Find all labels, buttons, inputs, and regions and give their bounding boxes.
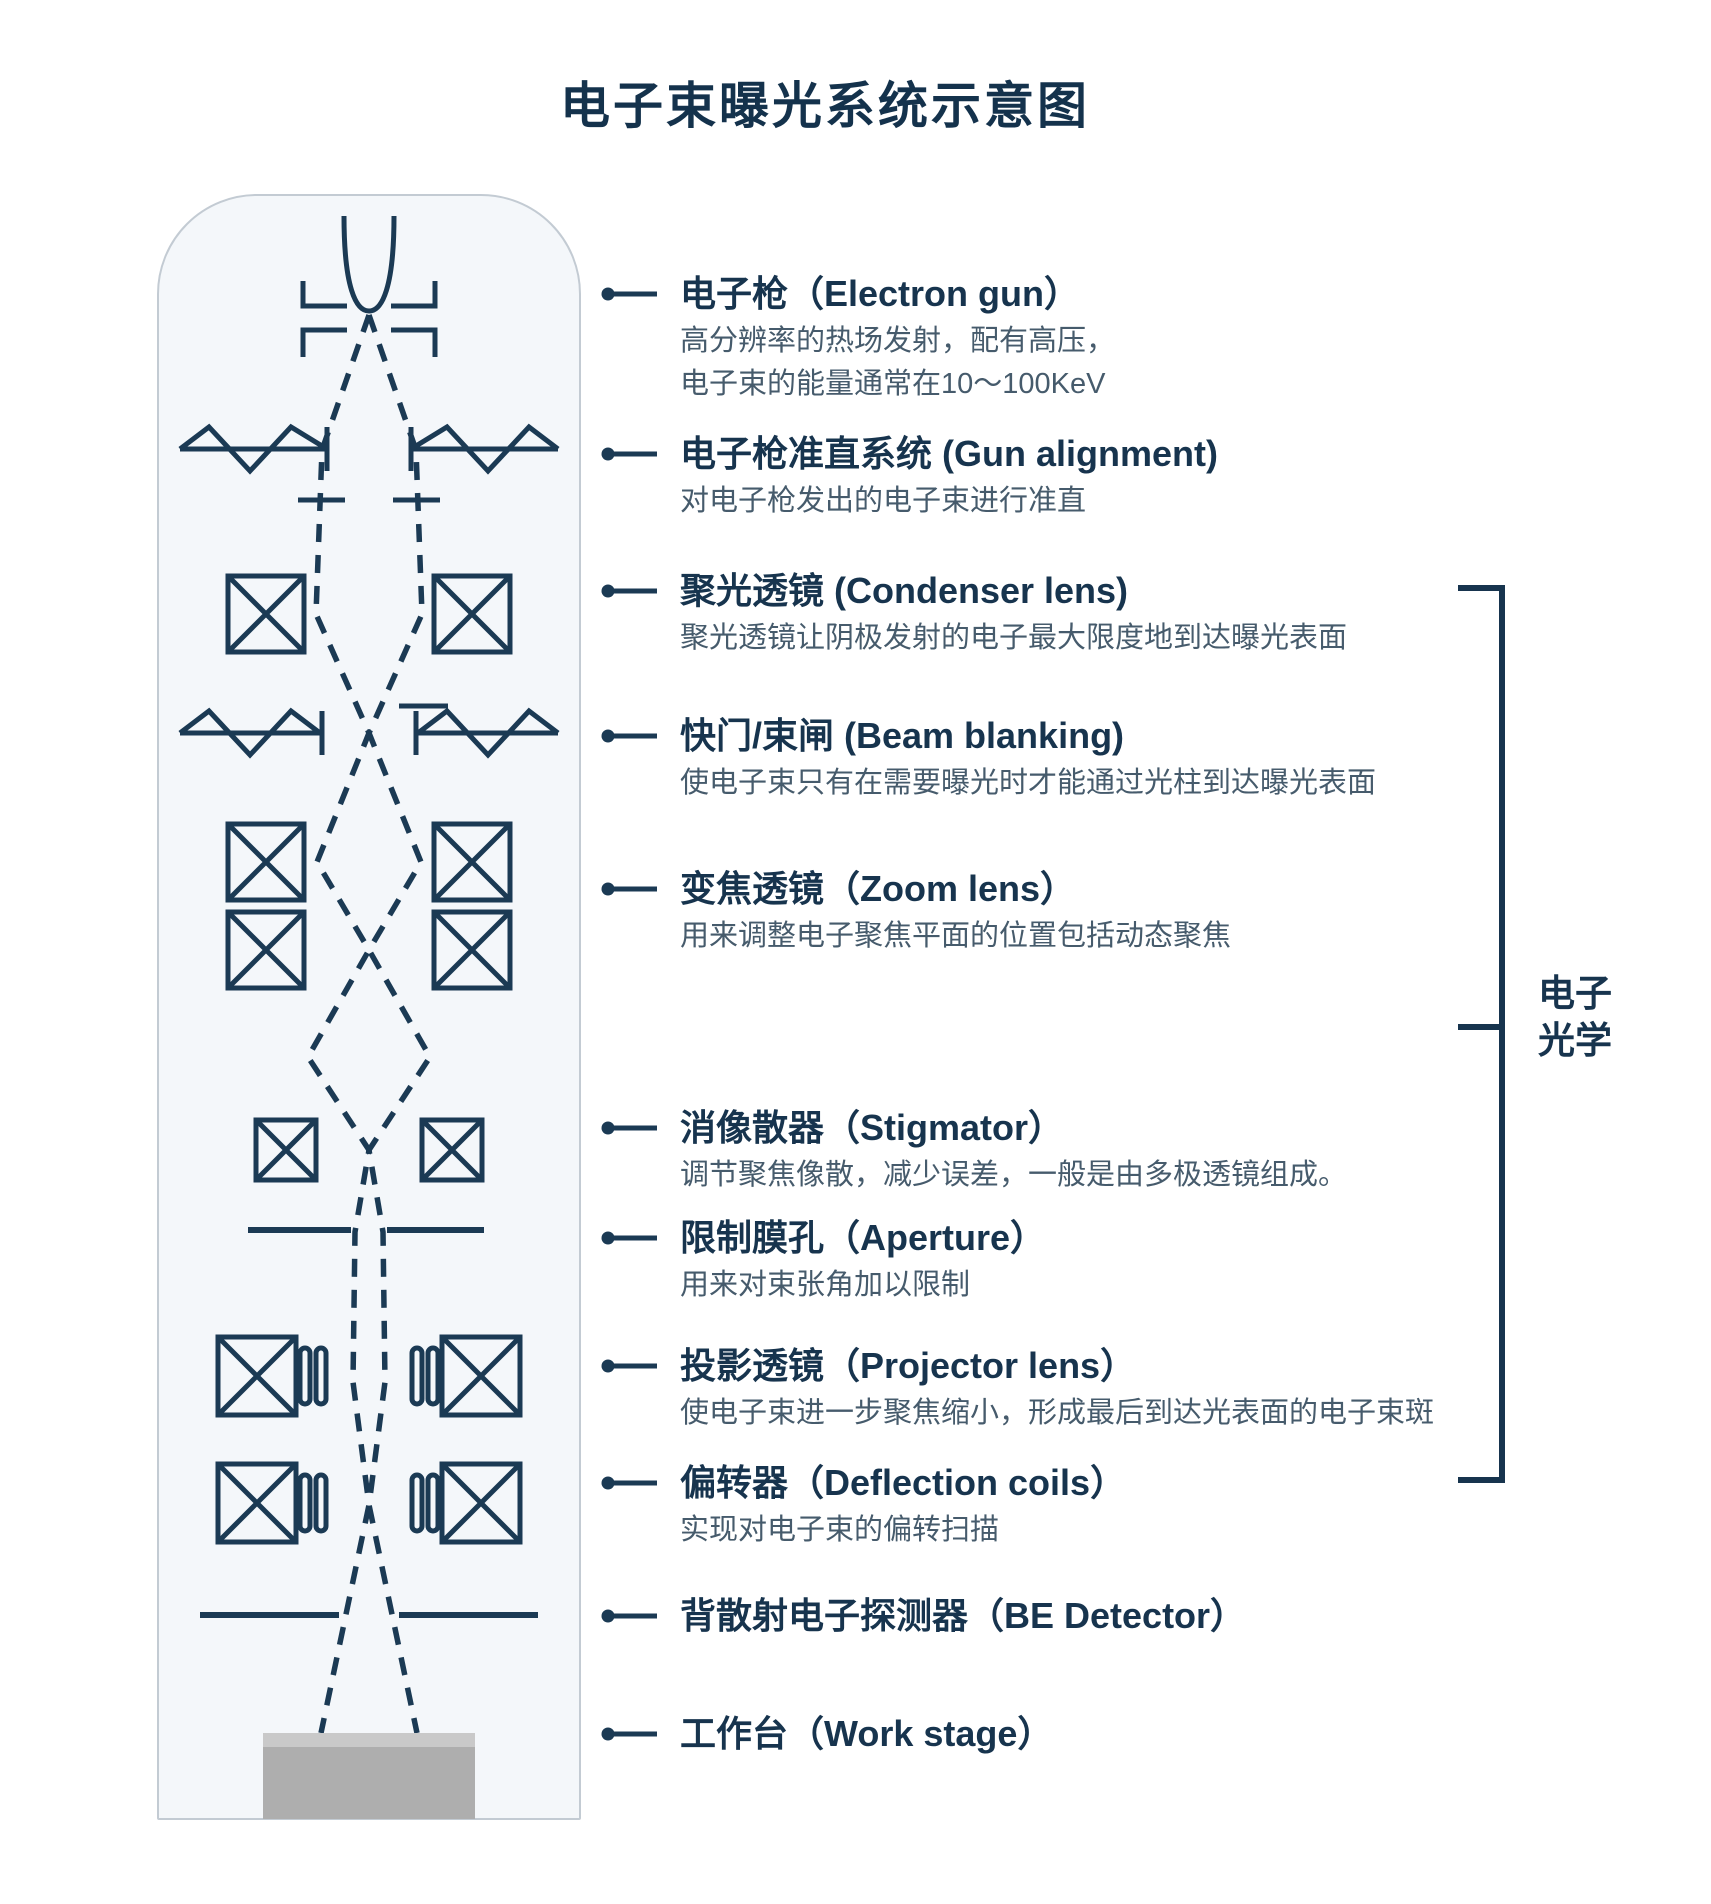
label-aperture: 限制膜孔（Aperture） 用来对束张角加以限制 xyxy=(600,1214,1046,1307)
section-desc: 使电子束进一步聚焦缩小，形成最后到达光表面的电子束斑 xyxy=(680,1397,1435,1429)
leader-line-icon xyxy=(601,287,657,301)
section-desc: 聚光透镜让阴极发射的电子最大限度地到达曝光表面 xyxy=(680,622,1348,654)
section-title: 聚光透镜 (Condenser lens) xyxy=(680,570,1129,611)
section-title: 背散射电子探测器（BE Detector） xyxy=(680,1595,1247,1636)
section-title: 变焦透镜（Zoom lens） xyxy=(680,868,1077,909)
projector-lens-symbol xyxy=(215,1334,523,1418)
leader-line-icon xyxy=(601,729,657,743)
zoom-lens-symbol xyxy=(225,821,513,991)
label-deflection-coils: 偏转器（Deflection coils） 实现对电子束的偏转扫描 xyxy=(600,1459,1126,1552)
label-work-stage: 工作台（Work stage） xyxy=(600,1710,1053,1758)
electron-gun-symbol xyxy=(300,215,438,357)
condenser-lens-symbol xyxy=(225,573,513,655)
section-title: 电子枪（Electron gun） xyxy=(680,273,1081,314)
leader-line-icon xyxy=(601,1231,657,1245)
leader-line-icon xyxy=(601,882,657,896)
section-title: 偏转器（Deflection coils） xyxy=(680,1462,1127,1503)
section-title: 电子枪准直系统 (Gun alignment) xyxy=(680,433,1218,474)
section-desc: 用来对束张角加以限制 xyxy=(680,1269,971,1301)
stigmator-symbol xyxy=(253,1117,485,1183)
label-be-detector: 背散射电子探测器（BE Detector） xyxy=(600,1592,1246,1640)
deflection-coils-symbol xyxy=(215,1461,523,1545)
section-desc: 对电子枪发出的电子束进行准直 xyxy=(680,485,1087,517)
leader-line-icon xyxy=(601,1476,657,1490)
label-stigmator: 消像散器（Stigmator） 调节聚焦像散，减少误差，一般是由多极透镜组成。 xyxy=(600,1104,1347,1197)
leader-line-icon xyxy=(601,1727,657,1741)
section-title: 工作台（Work stage） xyxy=(680,1713,1054,1754)
electron-optics-label: 电子 光学 xyxy=(1538,970,1612,1064)
electron-column-body xyxy=(157,194,581,1820)
section-title: 快门/束闸 (Beam blanking) xyxy=(680,715,1125,756)
label-condenser-lens: 聚光透镜 (Condenser lens) 聚光透镜让阴极发射的电子最大限度地到… xyxy=(600,567,1347,660)
leader-line-icon xyxy=(601,1609,657,1623)
label-zoom-lens: 变焦透镜（Zoom lens） 用来调整电子聚焦平面的位置包括动态聚焦 xyxy=(600,865,1231,958)
section-desc: 使电子束只有在需要曝光时才能通过光柱到达曝光表面 xyxy=(680,767,1377,799)
section-title: 限制膜孔（Aperture） xyxy=(680,1217,1047,1258)
leader-line-icon xyxy=(601,1121,657,1135)
electron-beam-path xyxy=(304,314,434,1734)
leader-line-icon xyxy=(601,584,657,598)
section-title: 消像散器（Stigmator） xyxy=(680,1107,1065,1148)
electron-optics-label-line1: 电子 xyxy=(1538,973,1612,1014)
leader-line-icon xyxy=(601,1359,657,1373)
label-gun-alignment: 电子枪准直系统 (Gun alignment) 对电子枪发出的电子束进行准直 xyxy=(600,430,1218,523)
section-desc: 高分辨率的热场发射，配有高压， 电子束的能量通常在10～100KeV xyxy=(680,325,1116,400)
section-desc: 用来调整电子聚焦平面的位置包括动态聚焦 xyxy=(680,920,1232,952)
label-beam-blanking: 快门/束闸 (Beam blanking) 使电子束只有在需要曝光时才能通过光柱… xyxy=(600,712,1376,805)
section-title: 投影透镜（Projector lens） xyxy=(680,1345,1137,1386)
electron-optics-bracket xyxy=(1458,585,1505,1483)
section-desc: 实现对电子束的偏转扫描 xyxy=(680,1514,1000,1546)
leader-line-icon xyxy=(601,447,657,461)
gun-alignment-symbol xyxy=(178,423,560,503)
work-stage-symbol xyxy=(263,1733,475,1819)
beam-blanking-symbol xyxy=(178,703,560,759)
electron-optics-label-line2: 光学 xyxy=(1538,1020,1612,1061)
page-title: 电子束曝光系统示意图 xyxy=(560,78,1090,134)
label-electron-gun: 电子枪（Electron gun） 高分辨率的热场发射，配有高压， 电子束的能量… xyxy=(600,270,1115,406)
label-projector-lens: 投影透镜（Projector lens） 使电子束进一步聚焦缩小，形成最后到达光… xyxy=(600,1342,1434,1435)
section-desc: 调节聚焦像散，减少误差，一般是由多极透镜组成。 xyxy=(680,1159,1348,1191)
